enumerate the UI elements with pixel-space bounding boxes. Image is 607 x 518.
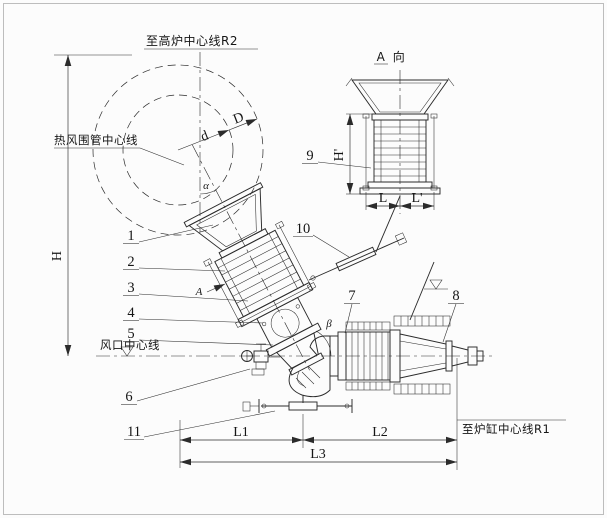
hearth-centerline-label: 至炉缸中心线R1 — [462, 422, 550, 436]
dim-H-prime: H' — [332, 149, 347, 162]
callout-7: 7 — [348, 288, 355, 304]
horizontal-assembly — [96, 315, 492, 395]
dim-H: H — [50, 251, 65, 261]
bottom-dimensions: L1 L2 L3 至炉缸中心线R1 — [179, 358, 566, 470]
callout-4: 4 — [127, 305, 135, 321]
dim-D: D — [231, 110, 246, 128]
callouts: 1 2 3 4 5 6 7 8 9 10 11 — [121, 148, 464, 440]
tuyere-centerline-label: 风口中心线 — [100, 338, 160, 352]
callout-3: 3 — [127, 280, 134, 296]
inclined-assembly — [183, 144, 325, 376]
dim-alpha: α — [203, 180, 209, 192]
section-arrow-letter: A — [195, 286, 203, 298]
dim-H-group: H — [50, 54, 132, 356]
bustle-centerline-label: 热风围管中心线 — [54, 133, 138, 147]
bustle-inner-circle — [122, 94, 234, 206]
funnel-rim — [183, 182, 264, 228]
callout-2: 2 — [127, 254, 134, 270]
image-border — [3, 3, 604, 515]
view-a-detail: A 向 H' L L' — [332, 49, 455, 214]
callout-5: 5 — [127, 326, 134, 342]
callout-11: 11 — [127, 424, 141, 440]
callout-8: 8 — [452, 288, 459, 304]
tie-rod — [308, 232, 408, 281]
furnace-centerline-label: 至高炉中心线R2 — [146, 33, 238, 48]
view-a-word: 向 — [393, 49, 406, 64]
callout-9: 9 — [306, 148, 313, 164]
dim-L: L — [379, 191, 388, 206]
bustle-outer-circle — [92, 64, 264, 236]
dim-d: d — [199, 128, 211, 145]
dim-L1: L1 — [233, 425, 249, 440]
section-arrow: A — [195, 283, 226, 298]
callout-6: 6 — [125, 389, 132, 405]
dim-L-prime: L' — [411, 191, 422, 206]
callout-1: 1 — [127, 228, 134, 244]
level-mark-right — [429, 279, 443, 290]
view-a-letter: A — [377, 50, 386, 64]
dim-L2: L2 — [372, 425, 388, 440]
bustle-pipe-section: D d α 至高炉中心线R2 热风围管中心线 — [54, 33, 264, 236]
callout-10: 10 — [296, 221, 311, 237]
dim-beta: β — [325, 318, 332, 330]
sight-valve — [241, 343, 280, 376]
furnace-shell-lines — [375, 195, 448, 321]
level-mark-left — [120, 346, 134, 357]
hanger-rod — [242, 395, 353, 413]
dim-L3: L3 — [310, 447, 326, 462]
tuyere-centerline-group: 风口中心线 — [100, 338, 160, 357]
elbow: β — [288, 318, 332, 398]
